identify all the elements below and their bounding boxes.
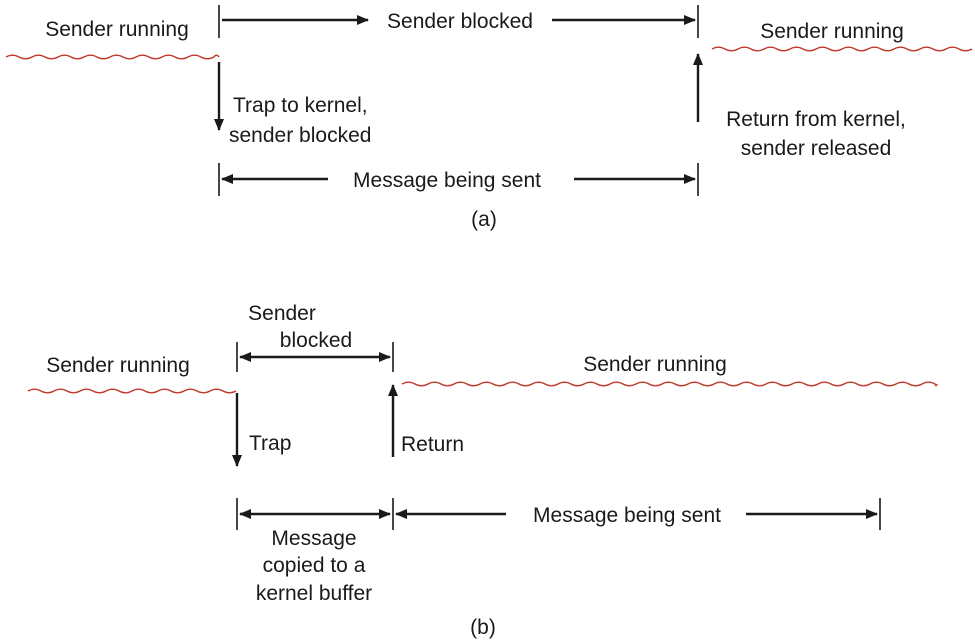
a-right-running-label: Sender running — [760, 20, 904, 43]
b-trap-label: Trap — [249, 432, 291, 455]
part-b: Sender blocked Sender running Sender run… — [27, 302, 938, 639]
b-left-timeline — [27, 388, 237, 394]
b-caption: (b) — [470, 616, 496, 639]
a-blocked-label: Sender blocked — [387, 10, 533, 33]
a-return-line1: Return from kernel, — [726, 108, 906, 131]
a-left-running-label: Sender running — [45, 18, 189, 41]
b-right-running-label: Sender running — [583, 353, 727, 376]
b-return-label: Return — [401, 433, 464, 456]
b-blocked-line2: blocked — [280, 329, 352, 352]
a-caption: (a) — [471, 208, 497, 231]
b-copy-line3: kernel buffer — [256, 582, 372, 605]
a-right-timeline — [711, 46, 973, 52]
b-message-label: Message being sent — [533, 504, 721, 527]
b-blocked-line1: Sender — [248, 302, 316, 325]
b-copy-line2: copied to a — [263, 554, 366, 577]
b-copy-line1: Message — [271, 527, 356, 550]
a-left-timeline — [5, 54, 220, 60]
b-left-running-label: Sender running — [46, 354, 190, 377]
a-trap-line2: sender blocked — [229, 124, 371, 147]
a-message-label: Message being sent — [353, 169, 541, 192]
a-trap-line1: Trap to kernel, — [233, 94, 368, 117]
a-return-line2: sender released — [741, 137, 892, 160]
part-a: Sender running Sender blocked Sender run… — [5, 5, 973, 231]
b-right-timeline — [401, 381, 938, 387]
